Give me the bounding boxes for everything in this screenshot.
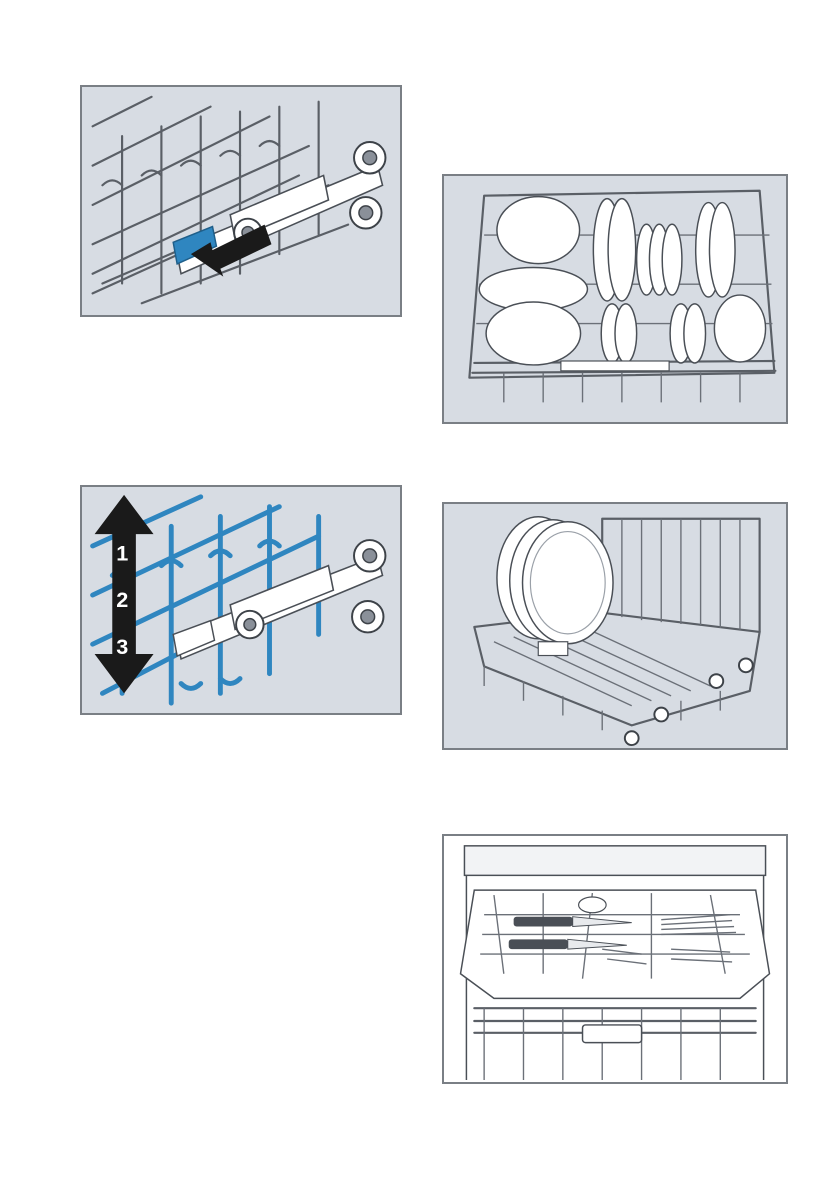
rack-handle[interactable] <box>583 1025 642 1043</box>
upper-rack-illustration <box>444 176 786 422</box>
rack-handle[interactable] <box>538 642 568 656</box>
roller <box>354 142 385 173</box>
rack-handle[interactable] <box>561 361 669 371</box>
roller <box>350 197 381 228</box>
roller <box>236 611 264 639</box>
roller <box>352 601 383 632</box>
figure-upper-rack <box>442 174 788 424</box>
height-level-3: 3 <box>116 634 128 659</box>
roller <box>354 540 385 571</box>
wheel <box>625 658 753 745</box>
height-level-1: 1 <box>116 541 128 566</box>
release-lever-illustration <box>82 87 400 315</box>
cutlery-drawer-illustration <box>444 836 786 1082</box>
bowl <box>497 197 580 264</box>
dishwasher-top <box>464 846 765 876</box>
plates-standing <box>593 199 765 363</box>
figure-lower-rack <box>442 502 788 750</box>
lower-rack-illustration <box>444 504 786 748</box>
figure-release-lever <box>80 85 402 317</box>
plates-stack <box>497 517 613 644</box>
height-level-2: 2 <box>116 587 128 612</box>
bowl <box>486 302 580 365</box>
figure-height-adjust: 1 2 3 <box>80 485 402 715</box>
height-adjust-illustration: 1 2 3 <box>82 487 400 713</box>
figure-cutlery-drawer <box>442 834 788 1084</box>
